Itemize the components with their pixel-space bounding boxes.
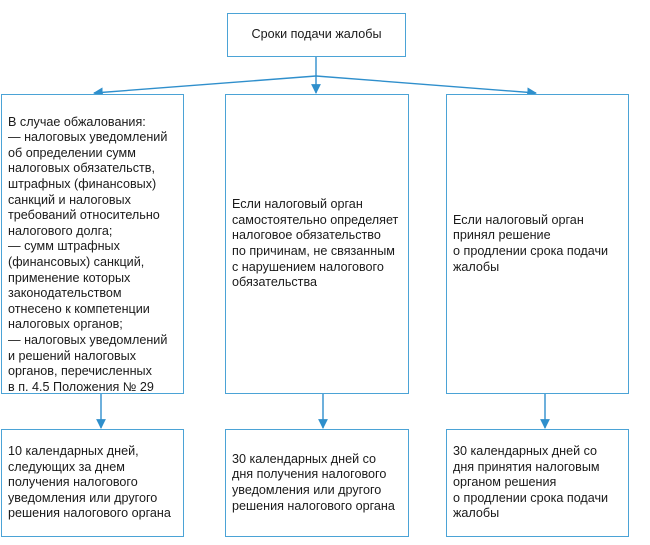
title-box: Сроки подачи жалобы <box>227 13 406 57</box>
term-10-days-text: 10 календарных дней, следующих за днем п… <box>8 444 171 521</box>
term-10-days-box: 10 календарных дней, следующих за днем п… <box>1 429 184 537</box>
term-30-days-decision-text: 30 календарных дней со дня принятия нало… <box>453 444 609 521</box>
case-appeal-box: В случае обжалования: — налоговых уведом… <box>1 94 184 394</box>
term-30-days-decision-box: 30 календарных дней со дня принятия нало… <box>446 429 629 537</box>
term-30-days-receipt-text: 30 календарных дней со дня получения нал… <box>232 451 395 513</box>
arrow-title-to-case-c <box>315 75 537 98</box>
case-self-assessment-text: Если налоговый орган самостоятельно опре… <box>232 197 399 290</box>
case-extension-text: Если налоговый орган принял решение о пр… <box>453 212 609 274</box>
title-text: Сроки подачи жалобы <box>251 27 382 42</box>
case-self-assessment-box: Если налоговый орган самостоятельно опре… <box>225 94 409 394</box>
arrow-title-to-case-a <box>93 75 317 98</box>
term-30-days-receipt-box: 30 календарных дней со дня получения нал… <box>225 429 409 537</box>
case-appeal-text: В случае обжалования: — налоговых уведом… <box>8 114 168 394</box>
case-extension-box: Если налоговый орган принял решение о пр… <box>446 94 629 394</box>
